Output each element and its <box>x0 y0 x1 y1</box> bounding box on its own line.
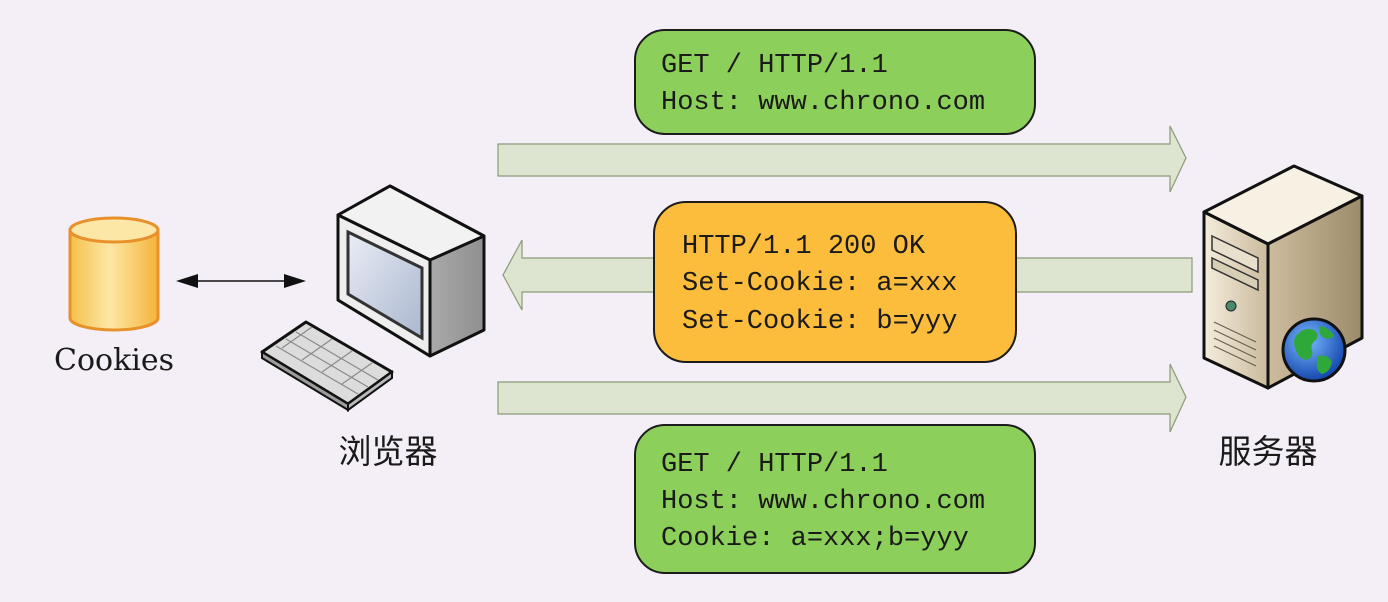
request1-line2: Host: www.chrono.com <box>661 88 985 118</box>
cookies-browser-link-arrow <box>176 274 306 288</box>
response-line3: Set-Cookie: b=yyy <box>682 307 957 337</box>
request1-box: GET / HTTP/1.1 Host: www.chrono.com <box>634 29 1036 135</box>
request1-line1: GET / HTTP/1.1 <box>661 51 888 81</box>
request2-box: GET / HTTP/1.1 Host: www.chrono.com Cook… <box>634 424 1036 574</box>
response-line1: HTTP/1.1 200 OK <box>682 232 926 262</box>
cookies-label: Cookies <box>54 343 174 378</box>
desktop-computer-icon <box>260 184 486 412</box>
request-arrow-top <box>497 125 1187 193</box>
server-label: 服务器 <box>1219 432 1318 471</box>
request2-line3: Cookie: a=xxx;b=yyy <box>661 524 969 554</box>
database-cylinder-icon <box>68 216 160 332</box>
request-arrow-bottom <box>497 363 1187 433</box>
response-box: HTTP/1.1 200 OK Set-Cookie: a=xxx Set-Co… <box>653 201 1017 363</box>
request2-line1: GET / HTTP/1.1 <box>661 450 888 480</box>
globe-icon <box>1281 317 1347 383</box>
keyboard-icon <box>260 320 394 412</box>
browser-label: 浏览器 <box>339 432 438 471</box>
response-line2: Set-Cookie: a=xxx <box>682 269 957 299</box>
server-globe-icon <box>1202 164 1364 390</box>
request2-line2: Host: www.chrono.com <box>661 487 985 517</box>
